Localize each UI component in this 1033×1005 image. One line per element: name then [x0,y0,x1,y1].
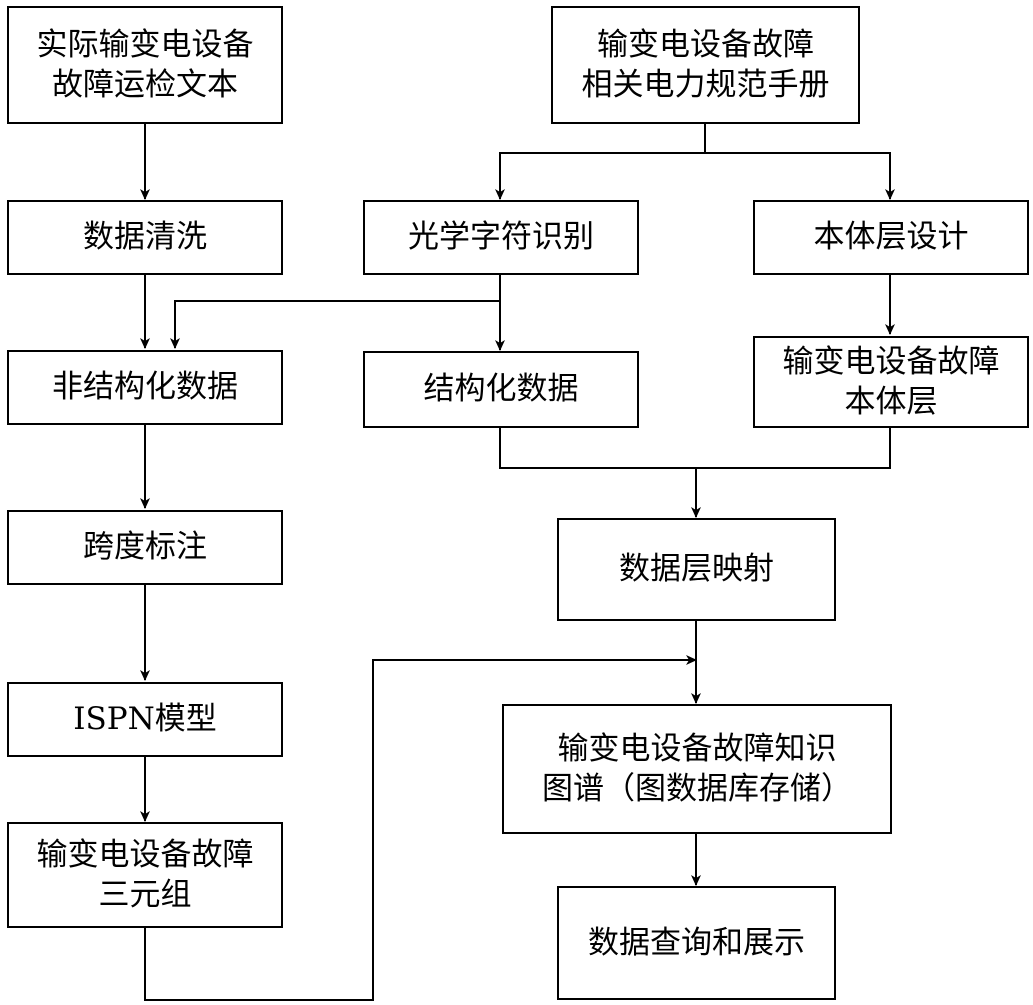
node-query-display: 数据查询和展示 [557,886,836,1000]
node-data-mapping: 数据层映射 [557,518,836,621]
node-ontology-design: 本体层设计 [753,200,1029,275]
node-unstructured: 非结构化数据 [7,350,283,425]
node-ocr: 光学字符识别 [363,200,639,275]
connector-ontology-to-mapping [696,428,891,469]
node-raw-text: 实际输变电设备 故障运检文本 [7,6,283,124]
node-cleaning: 数据清洗 [7,200,283,275]
node-structured: 结构化数据 [363,351,639,428]
node-knowledge-graph: 输变电设备故障知识 图谱（图数据库存储） [502,704,892,834]
connector-manual-split [495,124,706,200]
connector-ocr-to-unstructured [170,300,500,349]
node-manual: 输变电设备故障 相关电力规范手册 [551,6,860,124]
node-span-labeling: 跨度标注 [7,510,283,585]
connector-structured-to-mapping [499,428,701,518]
node-ispn-model: ISPN模型 [7,682,283,757]
node-triples: 输变电设备故障 三元组 [7,822,283,928]
node-ontology-layer: 输变电设备故障 本体层 [753,336,1029,428]
connector-triples-to-graph [144,655,697,1001]
connector-manual-to-ontology [705,152,895,200]
